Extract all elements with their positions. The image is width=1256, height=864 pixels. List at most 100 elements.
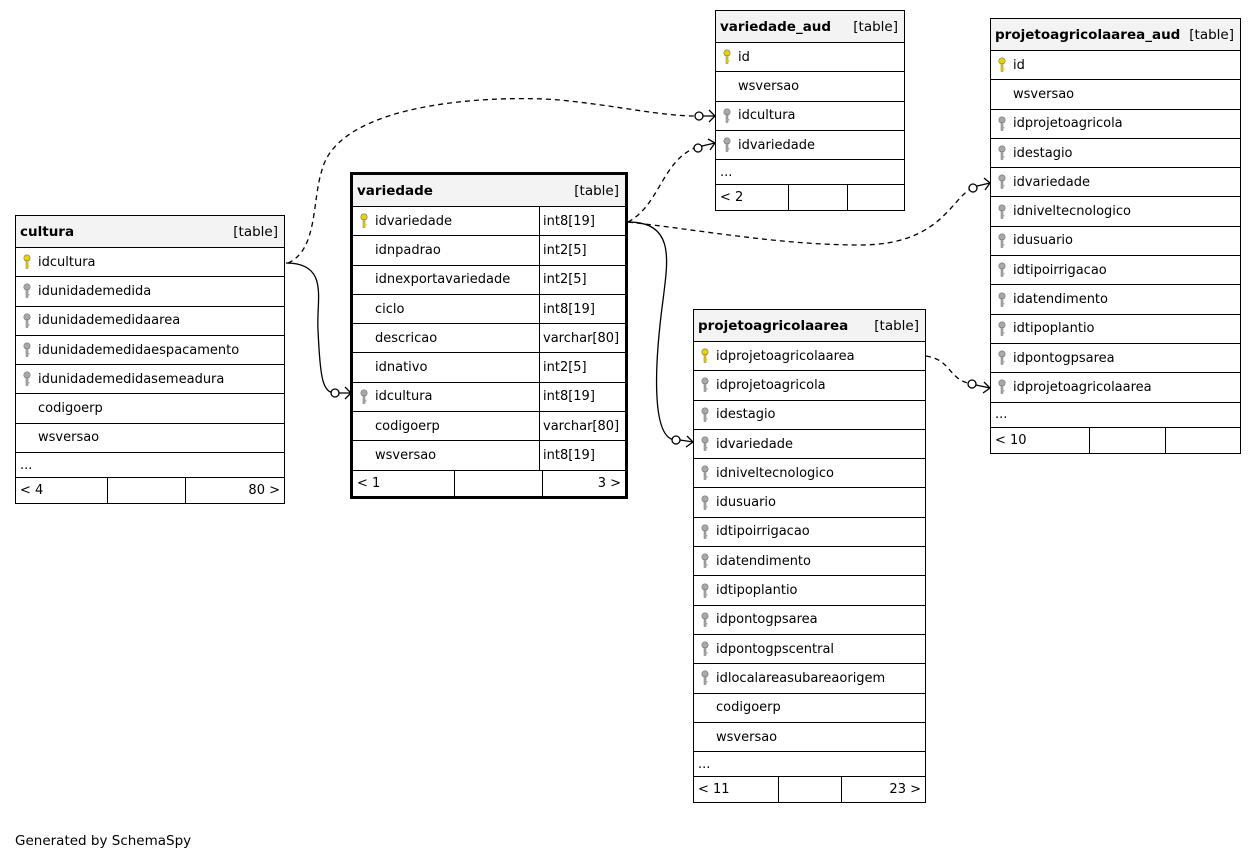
column-type: int8[19]: [539, 207, 625, 236]
column-row[interactable]: idniveltecnologico: [991, 197, 1240, 227]
edge-variedade-projetoagricolaarea-aud: [627, 187, 973, 246]
table-footer: < 11 23 >: [694, 777, 925, 803]
edge-end-projetoagricolaarea-idvariedade: [671, 435, 695, 448]
column-name: idestagio: [716, 407, 776, 423]
foreign-key-icon: [991, 256, 1013, 284]
table-kind: [table]: [874, 317, 919, 334]
column-row[interactable]: idusuario: [694, 488, 925, 518]
column-row[interactable]: idpontogpsarea: [991, 344, 1240, 374]
column-name: wsversao: [716, 729, 778, 745]
column-row[interactable]: id: [991, 51, 1240, 81]
table-projetoagricolaarea[interactable]: projetoagricolaarea [table] idprojetoagr…: [693, 309, 926, 804]
column-row[interactable]: idpontogpscentral: [694, 635, 925, 665]
column-row[interactable]: idunidademedidasemeadura: [16, 365, 284, 395]
column-row[interactable]: idcultura: [716, 102, 904, 131]
column-row[interactable]: wsversao: [991, 80, 1240, 110]
column-row[interactable]: idunidademedidaespacamento: [16, 336, 284, 366]
column-type: varchar[80]: [539, 324, 625, 353]
column-row[interactable]: idestagio: [694, 401, 925, 430]
column-name: idcultura: [375, 389, 433, 405]
column-name: idvariedade: [738, 137, 815, 153]
footer-parents: < 1: [357, 475, 381, 491]
column-row[interactable]: wsversao: [694, 723, 925, 753]
column-name: id: [1013, 57, 1025, 73]
column-row[interactable]: idtipoirrigacao: [991, 256, 1240, 286]
no-key: [353, 324, 375, 352]
column-name: idtipoirrigacao: [716, 524, 810, 540]
column-type: int8[19]: [539, 294, 625, 324]
column-row[interactable]: idunidademedida: [16, 277, 284, 307]
column-row[interactable]: id: [716, 43, 904, 73]
table-footer: < 2: [716, 185, 904, 211]
no-key: [991, 80, 1013, 108]
column-name: idatendimento: [716, 553, 811, 569]
column-name: idtipoplantio: [1013, 321, 1095, 337]
column-row[interactable]: idvariedade: [716, 131, 904, 161]
primary-key-icon: [694, 342, 716, 370]
column-row[interactable]: idusuario: [991, 227, 1240, 257]
column-row[interactable]: idestagio: [991, 139, 1240, 169]
column-row[interactable]: idvariedade: [991, 168, 1240, 198]
column-row[interactable]: idunidademedidaarea: [16, 307, 284, 336]
column-row[interactable]: idtipoplantio: [694, 576, 925, 606]
no-key: [16, 424, 38, 452]
foreign-key-icon: [991, 168, 1013, 196]
footer-parents: < 10: [995, 432, 1027, 448]
foreign-key-icon: [694, 371, 716, 399]
column-name: idnexportavariedade: [375, 272, 511, 288]
table-name: projetoagricolaarea: [698, 317, 849, 334]
table-kind: [table]: [1189, 26, 1234, 43]
column-row[interactable]: idcultura: [16, 248, 284, 278]
column-row[interactable]: idvariedade int8[19]: [353, 207, 625, 237]
column-row[interactable]: wsversao: [16, 424, 284, 454]
no-key: [353, 353, 375, 381]
foreign-key-icon: [694, 576, 716, 604]
footer-middle: [454, 470, 542, 496]
column-row[interactable]: idatendimento: [991, 285, 1240, 315]
no-key: [353, 295, 375, 323]
column-row[interactable]: idprojetoagricolaarea: [991, 373, 1240, 403]
column-row[interactable]: idatendimento: [694, 547, 925, 577]
column-row[interactable]: idprojetoagricola: [991, 110, 1240, 139]
column-row[interactable]: idprojetoagricolaarea: [694, 342, 925, 372]
column-name: idprojetoagricola: [1013, 116, 1123, 132]
column-row[interactable]: descricao varchar[80]: [353, 324, 625, 354]
foreign-key-icon: [991, 139, 1013, 167]
column-row[interactable]: idlocalareasubareaorigem: [694, 664, 925, 694]
column-row[interactable]: idtipoirrigacao: [694, 518, 925, 548]
column-row[interactable]: idvariedade: [694, 430, 925, 460]
foreign-key-icon: [991, 227, 1013, 255]
column-name: idunidademedidaarea: [38, 313, 181, 329]
column-type: int8[19]: [539, 441, 625, 470]
column-row[interactable]: idniveltecnologico: [694, 459, 925, 489]
column-row[interactable]: idtipoplantio: [991, 315, 1240, 344]
column-row[interactable]: idpontogpsarea: [694, 606, 925, 635]
table-footer: < 4 80 >: [16, 478, 284, 504]
column-name: idtipoplantio: [716, 583, 798, 599]
column-name: wsversao: [738, 78, 800, 94]
foreign-key-icon: [991, 110, 1013, 138]
edge-end-variedade-aud-idcultura: [694, 109, 716, 123]
column-row[interactable]: codigoerp: [694, 694, 925, 723]
column-name: idnpadrao: [375, 242, 441, 258]
column-row[interactable]: wsversao: [716, 72, 904, 102]
column-row[interactable]: codigoerp: [16, 394, 284, 424]
column-name: id: [738, 49, 750, 65]
column-name: descricao: [375, 330, 438, 346]
primary-key-icon: [16, 248, 38, 276]
column-row[interactable]: idprojetoagricola: [694, 371, 925, 401]
column-name: idvariedade: [375, 213, 452, 229]
foreign-key-icon: [694, 547, 716, 575]
foreign-key-icon: [694, 430, 716, 458]
